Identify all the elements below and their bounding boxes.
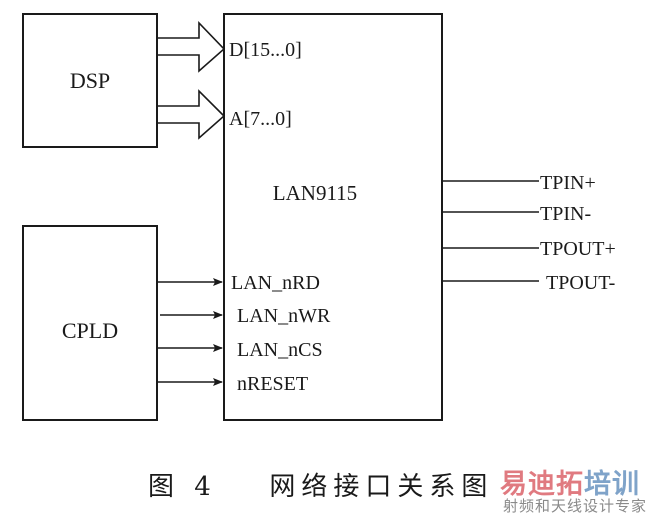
watermark-subtitle: 射频和天线设计专家 [503,497,648,515]
data-bus-label: D[15...0] [229,39,302,61]
figure-number: 图 4 [148,472,217,502]
watermark-logo: 易迪拓培训 [500,462,640,501]
dsp-box [22,13,158,148]
dsp-label: DSP [70,68,110,93]
diagram-canvas: DSP CPLD LAN9115 D[15...0] A[7...0] LAN_… [22,13,616,421]
figure-title: 网络接口关系图 [269,472,494,502]
lan-nrd-label: LAN_nRD [231,272,320,294]
address-bus-arrow [157,89,226,140]
lan-nwr-label: LAN_nWR [237,305,331,327]
lan-ncs-label: LAN_nCS [237,339,323,361]
figure-caption: 图 4 网络接口关系图 [148,466,493,503]
address-bus-label: A[7...0] [229,108,292,130]
tpin-minus-label: TPIN- [540,203,591,225]
tpout-minus-label: TPOUT- [546,272,615,294]
lan9115-block: LAN9115 [223,13,443,421]
tpout-plus-label: TPOUT+ [540,238,616,260]
tpin-plus-label: TPIN+ [540,172,596,194]
nreset-label: nRESET [237,373,308,395]
watermark-training: 培训 [584,469,640,500]
cpld-label: CPLD [62,318,118,343]
data-bus-arrow [157,21,226,73]
cpld-block: CPLD [22,225,158,421]
dsp-block: DSP [22,13,158,148]
lan9115-label: LAN9115 [273,181,357,205]
watermark-brand: 易迪拓 [500,469,584,500]
cpld-box [22,225,158,421]
lan9115-box [223,13,443,421]
